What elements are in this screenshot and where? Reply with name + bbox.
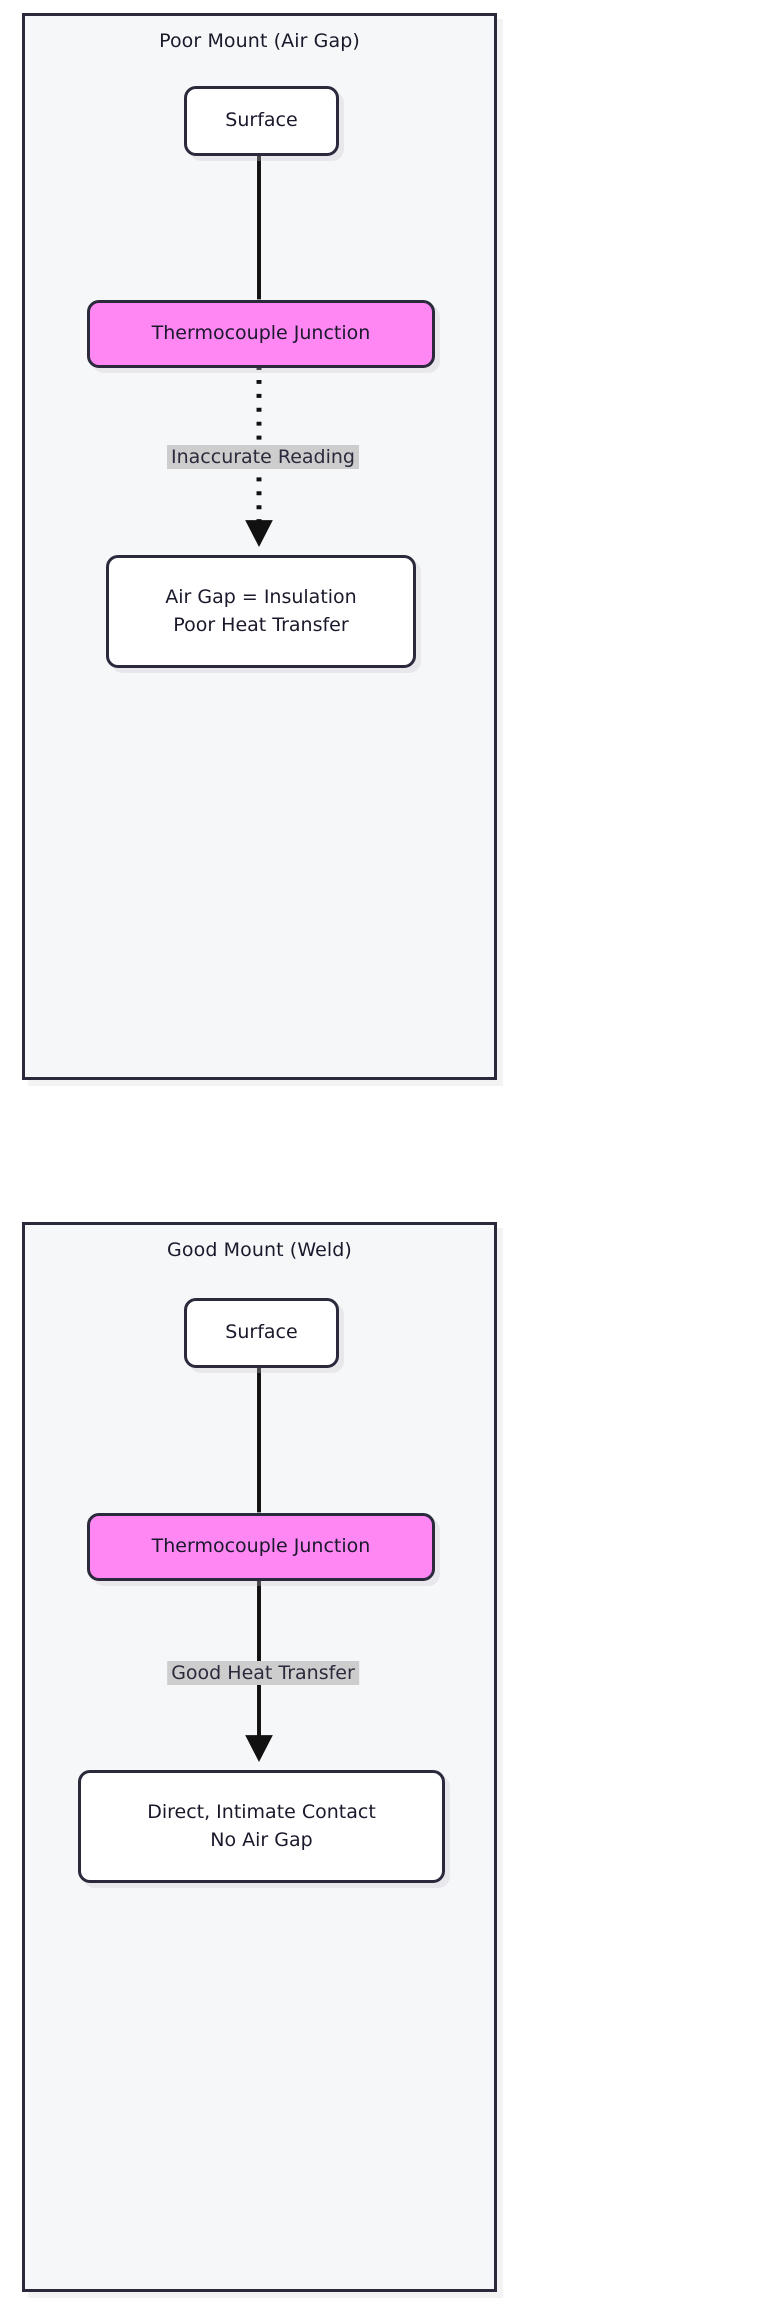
- edge-label-inaccurate-reading: Inaccurate Reading: [167, 445, 359, 469]
- node-label: Thermocouple Junction: [151, 322, 371, 345]
- arrowhead-good-junction-to-result: [245, 1735, 273, 1762]
- subgraph-poor-mount: Poor Mount (Air Gap) Surface Thermocoupl…: [22, 13, 497, 1080]
- node-label-line-2: Poor Heat Transfer: [173, 613, 349, 636]
- arrowhead-poor-junction-to-result: [245, 520, 273, 547]
- edges-poor-mount: [245, 155, 273, 547]
- subgraph-title-poor-mount: Poor Mount (Air Gap): [159, 30, 360, 52]
- node-label: Thermocouple Junction: [151, 1535, 371, 1558]
- edge-label-good-heat-transfer: Good Heat Transfer: [167, 1661, 359, 1685]
- node-label-line-2: No Air Gap: [210, 1828, 313, 1851]
- subgraph-good-mount: Good Mount (Weld) Surface Thermocouple J…: [22, 1222, 497, 2292]
- subgraph-title-good-mount: Good Mount (Weld): [167, 1239, 352, 1261]
- node-label-line-1: Direct, Intimate Contact: [147, 1800, 376, 1823]
- node-label: Surface: [225, 1321, 298, 1344]
- node-good-thermocouple-junction[interactable]: Thermocouple Junction: [87, 1513, 435, 1581]
- edges-good-mount: [245, 1367, 273, 1762]
- node-label-line-1: Air Gap = Insulation: [165, 585, 357, 608]
- node-poor-thermocouple-junction[interactable]: Thermocouple Junction: [87, 300, 435, 368]
- node-good-result[interactable]: Direct, Intimate Contact No Air Gap: [78, 1770, 445, 1883]
- node-good-surface[interactable]: Surface: [184, 1298, 339, 1368]
- node-poor-result[interactable]: Air Gap = Insulation Poor Heat Transfer: [106, 555, 416, 668]
- node-poor-surface[interactable]: Surface: [184, 86, 339, 156]
- node-label: Surface: [225, 109, 298, 132]
